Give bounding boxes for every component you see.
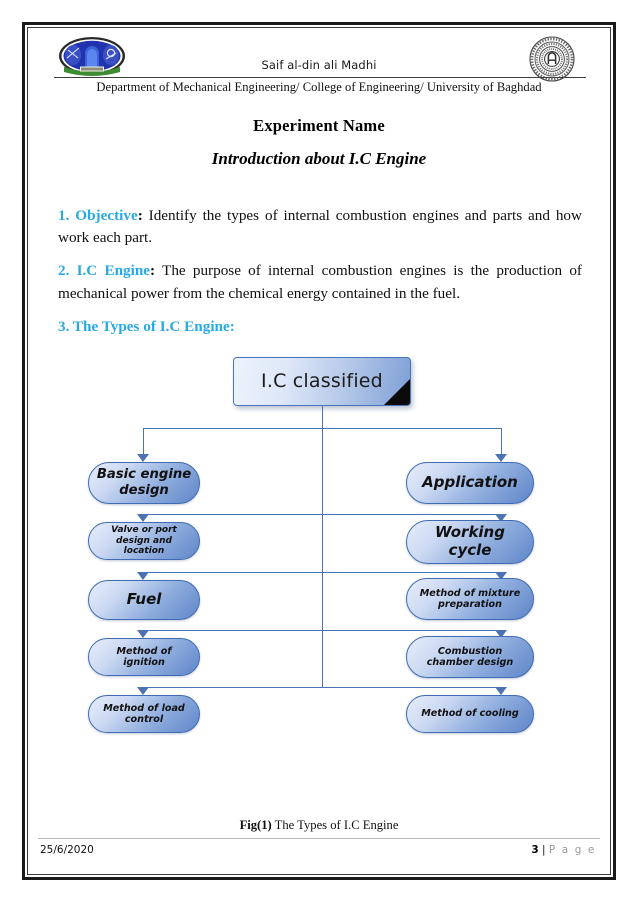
diagram-node-right-2-label: Working cycle bbox=[435, 523, 505, 559]
diagram-drop-right-1 bbox=[501, 427, 502, 456]
section-objective-text: Identify the types of internal combustio… bbox=[58, 207, 582, 247]
diagram-branch-line-3 bbox=[143, 571, 501, 573]
diagram-branch-line-1 bbox=[143, 427, 501, 429]
diagram-arrow-left-1 bbox=[137, 453, 149, 462]
footer-separator: | bbox=[538, 844, 549, 856]
footer-date: 25/6/2020 bbox=[40, 844, 94, 856]
diagram-node-left-3-label: Fuel bbox=[126, 590, 162, 609]
section-objective-colon: : bbox=[137, 207, 143, 224]
diagram-node-root[interactable]: I.C classified bbox=[233, 356, 411, 406]
section-ic-engine-colon: : bbox=[150, 262, 156, 280]
subject-title: Introduction about I.C Engine bbox=[211, 149, 427, 168]
diagram-node-left-3[interactable]: Fuel bbox=[88, 579, 200, 620]
diagram-arrow-left-3 bbox=[137, 571, 149, 580]
page-footer: 25/6/2020 3 | P a g e bbox=[38, 838, 600, 862]
section-objective: 1. Objective: Identify the types of inte… bbox=[58, 205, 582, 249]
diagram-node-right-4-label: Combustion chamber design bbox=[426, 645, 514, 668]
diagram-trunk-line bbox=[322, 405, 323, 687]
diagram-arrow-left-2 bbox=[137, 513, 149, 522]
diagram-node-left-2-label: Valve or port design and location bbox=[111, 525, 177, 557]
diagram-arrow-left-5 bbox=[137, 686, 149, 695]
diagram-node-root-label: I.C classified bbox=[261, 370, 383, 393]
diagram-drop-left-1 bbox=[143, 427, 144, 456]
author-name: Saif al-din ali Madhi bbox=[261, 58, 377, 72]
diagram-branch-line-2 bbox=[143, 513, 501, 515]
page-border-inner bbox=[27, 27, 611, 875]
diagram-node-left-4[interactable]: Method of ignition bbox=[88, 637, 200, 676]
diagram-node-right-3-label: Method of mixture preparation bbox=[419, 587, 521, 610]
diagram-node-right-4[interactable]: Combustion chamber design bbox=[406, 635, 534, 678]
diagram-arrow-left-4 bbox=[137, 629, 149, 638]
page-content: Saif al-din ali Madhi Department of Mech… bbox=[38, 34, 600, 862]
section-types-label: 3. The Types of I.C Engine bbox=[58, 317, 230, 335]
diagram-node-right-2[interactable]: Working cycle bbox=[406, 519, 534, 564]
folded-corner-icon bbox=[384, 378, 410, 405]
diagram-branch-line-5 bbox=[143, 686, 501, 688]
footer-page-indicator: 3 | P a g e bbox=[531, 844, 596, 856]
university-of-baghdad-seal bbox=[529, 36, 575, 82]
page-header: Saif al-din ali Madhi Department of Mech… bbox=[38, 34, 600, 96]
page-border-outer bbox=[22, 22, 616, 880]
diagram-node-left-4-label: Method of ignition bbox=[116, 645, 172, 668]
footer-page-number: 3 bbox=[531, 844, 539, 856]
experiment-title: Experiment Name bbox=[253, 116, 385, 135]
header-divider bbox=[54, 77, 586, 78]
diagram-node-right-3[interactable]: Method of mixture preparation bbox=[406, 577, 534, 620]
diagram-node-left-5[interactable]: Method of load control bbox=[88, 694, 200, 733]
diagram-arrow-right-4 bbox=[495, 629, 507, 638]
diagram-arrow-right-3 bbox=[495, 571, 507, 580]
section-ic-engine: 2. I.C Engine: The purpose of internal c… bbox=[58, 260, 582, 304]
diagram-branch-line-4 bbox=[143, 629, 501, 631]
footer-divider bbox=[38, 838, 600, 839]
diagram-node-right-1[interactable]: Application bbox=[406, 461, 534, 504]
body-text: 1. Objective: Identify the types of inte… bbox=[38, 205, 600, 338]
diagram-node-left-2[interactable]: Valve or port design and location bbox=[88, 521, 200, 560]
diagram-node-right-1-label: Application bbox=[422, 473, 518, 492]
section-types-colon: : bbox=[229, 317, 235, 335]
section-objective-label: 1. Objective bbox=[58, 207, 138, 224]
diagram-arrow-right-1 bbox=[495, 453, 507, 462]
figure-caption-label: Fig(1) bbox=[239, 818, 272, 832]
diagram-node-right-5-label: Method of cooling bbox=[421, 708, 519, 720]
section-ic-engine-text: The purpose of internal combustion engin… bbox=[58, 262, 582, 302]
college-of-engineering-logo bbox=[59, 37, 125, 76]
diagram-node-right-5[interactable]: Method of cooling bbox=[406, 694, 534, 733]
diagram-arrow-right-2 bbox=[495, 513, 507, 522]
department-line: Department of Mechanical Engineering/ Co… bbox=[96, 80, 542, 94]
diagram-node-left-1[interactable]: Basic engine design bbox=[88, 461, 200, 504]
ic-classification-diagram: I.C classified Basic engine design Appli… bbox=[38, 349, 600, 749]
diagram-arrow-right-5 bbox=[495, 686, 507, 695]
diagram-node-left-5-label: Method of load control bbox=[103, 702, 185, 725]
figure-caption-text: The Types of I.C Engine bbox=[271, 818, 399, 832]
section-types: 3. The Types of I.C Engine: bbox=[58, 316, 582, 338]
footer-page-word: P a g e bbox=[548, 844, 596, 856]
diagram-node-left-1-label: Basic engine design bbox=[96, 467, 192, 498]
section-ic-engine-label: 2. I.C Engine bbox=[58, 262, 151, 280]
figure-caption: Fig(1) The Types of I.C Engine bbox=[38, 818, 600, 833]
